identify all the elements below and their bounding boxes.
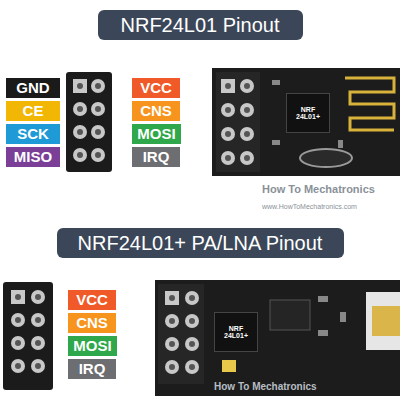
header-pin bbox=[240, 127, 254, 141]
section-title: NRF24L01 Pinout bbox=[98, 10, 303, 40]
pin-name: IRQ bbox=[143, 149, 170, 165]
header-pin bbox=[240, 151, 254, 165]
header-pin bbox=[221, 103, 235, 117]
component bbox=[338, 140, 343, 148]
pin-header bbox=[3, 282, 53, 390]
header-pin bbox=[165, 360, 179, 374]
header-pin bbox=[185, 337, 199, 351]
component bbox=[318, 296, 328, 302]
header-pin bbox=[165, 291, 179, 305]
pin-name: CE bbox=[23, 103, 44, 119]
pin-name: VCC bbox=[140, 80, 172, 96]
header-pin bbox=[240, 103, 254, 117]
header-pin bbox=[91, 102, 105, 116]
antenna-connector bbox=[366, 292, 400, 350]
pin-label: GND bbox=[6, 78, 60, 98]
watermark-url: www.HowToMechatronics.com bbox=[262, 195, 357, 213]
crystal bbox=[300, 149, 352, 167]
pin-label: CNS bbox=[68, 313, 116, 333]
pin-name: CNS bbox=[76, 315, 108, 331]
header-area bbox=[216, 72, 260, 172]
watermark: How To Mechatronics bbox=[262, 183, 375, 195]
header-pin bbox=[165, 337, 179, 351]
header-pin bbox=[73, 125, 87, 139]
pin-label: CNS bbox=[132, 101, 180, 121]
module-board bbox=[155, 280, 400, 396]
component bbox=[272, 80, 280, 85]
pin-name: CNS bbox=[140, 103, 172, 119]
header-pin bbox=[221, 151, 235, 165]
header-pin bbox=[185, 360, 199, 374]
header-pin bbox=[221, 79, 235, 93]
header-pin bbox=[11, 290, 25, 304]
header-pin bbox=[11, 336, 25, 350]
header-pin bbox=[185, 314, 199, 328]
pin-name: MOSI bbox=[73, 338, 111, 354]
watermark-url: www.HowToMechatronics.com bbox=[262, 203, 357, 210]
pin-label: CE bbox=[6, 101, 60, 121]
watermark: How To Mechatronics bbox=[214, 381, 317, 392]
header-pin bbox=[91, 125, 105, 139]
amplifier-chip bbox=[270, 300, 310, 330]
component bbox=[318, 330, 328, 336]
pin-label: IRQ bbox=[132, 147, 180, 167]
header-pin bbox=[91, 148, 105, 162]
pin-label: MISO bbox=[6, 147, 60, 167]
pin-name: MISO bbox=[14, 149, 52, 165]
pin-name: GND bbox=[16, 80, 49, 96]
header-pin bbox=[73, 148, 87, 162]
header-pin bbox=[31, 313, 45, 327]
header-pin bbox=[31, 336, 45, 350]
title-text: NRF24L01+ PA/LNA Pinout bbox=[78, 233, 323, 254]
header-pin bbox=[31, 290, 45, 304]
header-pin bbox=[11, 313, 25, 327]
pin-label: SCK bbox=[6, 124, 60, 144]
header-pin bbox=[185, 291, 199, 305]
section-title: NRF24L01+ PA/LNA Pinout bbox=[57, 228, 344, 258]
pin-name: IRQ bbox=[79, 361, 106, 377]
pin-label: VCC bbox=[132, 78, 180, 98]
pin-name: SCK bbox=[17, 126, 49, 142]
header-pin bbox=[240, 79, 254, 93]
pin-label: VCC bbox=[68, 290, 116, 310]
watermark: How To Mechatronics bbox=[262, 179, 375, 197]
antenna-trace bbox=[345, 78, 394, 130]
header-pin bbox=[73, 79, 87, 93]
header-pin bbox=[73, 102, 87, 116]
pin-label: IRQ bbox=[68, 359, 116, 379]
header-pin bbox=[91, 79, 105, 93]
header-area bbox=[158, 284, 204, 384]
component bbox=[340, 312, 346, 322]
chip-marking: NRF 24L01+ bbox=[289, 106, 327, 121]
pin-name: VCC bbox=[76, 292, 108, 308]
pin-label: MOSI bbox=[68, 336, 117, 356]
header-pin bbox=[31, 359, 45, 373]
chip-marking: NRF 24L01+ bbox=[217, 325, 255, 340]
chip: NRF 24L01+ bbox=[286, 93, 330, 133]
component bbox=[222, 360, 236, 372]
component bbox=[272, 140, 280, 145]
chip: NRF 24L01+ bbox=[214, 312, 258, 352]
pin-label: MOSI bbox=[132, 124, 181, 144]
watermark: How To Mechatronics bbox=[214, 376, 317, 394]
antenna-connector bbox=[372, 306, 400, 336]
title-text: NRF24L01 Pinout bbox=[121, 15, 280, 36]
header-pin bbox=[11, 359, 25, 373]
module-board bbox=[212, 68, 400, 176]
pin-header bbox=[66, 72, 112, 172]
header-pin bbox=[165, 314, 179, 328]
pin-name: MOSI bbox=[137, 126, 175, 142]
header-pin bbox=[221, 127, 235, 141]
